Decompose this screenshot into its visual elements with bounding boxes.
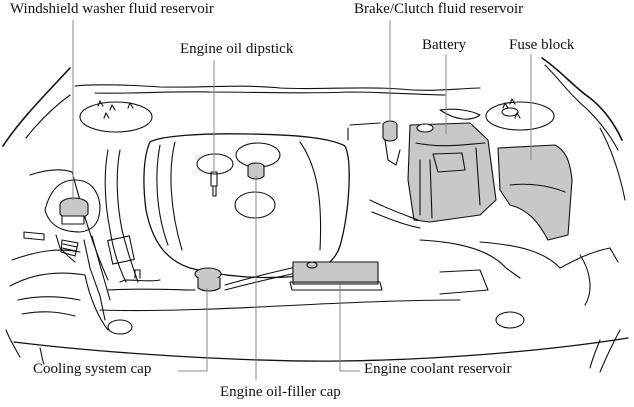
coolant-reservoir bbox=[292, 261, 379, 285]
label-cooling-system-cap: Cooling system cap bbox=[33, 361, 152, 377]
label-engine-coolant-reservoir: Engine coolant reservoir bbox=[364, 361, 512, 377]
engine-cover bbox=[143, 133, 350, 279]
label-battery: Battery bbox=[422, 37, 467, 53]
left-strut-tower bbox=[79, 101, 153, 133]
label-fuse-block: Fuse block bbox=[509, 37, 575, 53]
battery bbox=[407, 122, 497, 223]
label-engine-oil-filler-cap: Engine oil-filler cap bbox=[220, 384, 341, 400]
body-outline bbox=[2, 67, 71, 147]
leader-lines bbox=[72, 20, 532, 380]
label-engine-oil-dipstick: Engine oil dipstick bbox=[180, 41, 294, 57]
leader-coolant bbox=[339, 285, 360, 372]
right-strut-tower bbox=[485, 101, 555, 131]
leader-cooling bbox=[178, 288, 208, 372]
label-brake-clutch-fluid-reservoir: Brake/Clutch fluid reservoir bbox=[354, 1, 524, 17]
label-washer-fluid-reservoir: Windshield washer fluid reservoir bbox=[10, 1, 214, 17]
front-bumper-line bbox=[13, 337, 629, 362]
fuse-block bbox=[497, 144, 573, 241]
oil-filler-cap bbox=[247, 162, 265, 180]
